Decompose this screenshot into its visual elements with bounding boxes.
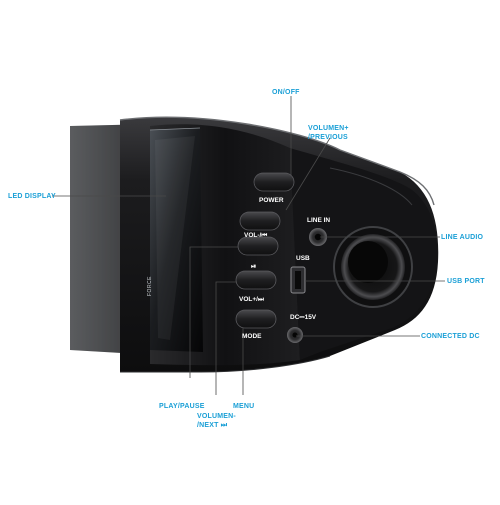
vol-next-label: VOL+/⏭: [239, 296, 264, 303]
callout-line-audio: LINE AUDIO: [441, 234, 484, 241]
callout-usb-port: USB PORT: [447, 278, 485, 285]
line-in-label: LINE IN: [307, 217, 331, 224]
control-buttons: [235, 172, 295, 329]
callout-connected-dc: CONNECTED DC: [421, 333, 480, 340]
ports: [287, 228, 327, 343]
callout-volume-previous: VOLUMEN+ /PREVIOUS: [308, 124, 349, 142]
callout-on-off: ON/OFF: [272, 89, 300, 96]
vol-prev-label: VOL-/⏮: [244, 232, 268, 239]
brand-logo: FORCE: [147, 276, 153, 296]
play-pause-icon: ⏯: [251, 263, 257, 270]
led-display: [149, 127, 203, 352]
bass-port: [333, 226, 413, 308]
callout-volume-previous-line1: VOLUMEN+: [308, 125, 349, 132]
callout-volume-next-line1: VOLUMEN-: [197, 413, 236, 420]
callout-play-pause: PLAY/PAUSE: [159, 403, 205, 410]
vol-down-button[interactable]: [237, 236, 279, 256]
dc-label: DC⎓15V: [290, 314, 317, 321]
power-button[interactable]: [253, 172, 295, 192]
vol-prev-button[interactable]: [239, 211, 281, 231]
power-label: POWER: [259, 197, 284, 204]
mode-button[interactable]: [235, 309, 277, 329]
usb-label: USB: [296, 255, 310, 262]
callout-volume-next-line2: /NEXT ⏭: [197, 422, 228, 429]
callout-volume-previous-line2: /PREVIOUS: [308, 134, 348, 141]
callout-lines: [52, 96, 445, 395]
vol-next-button[interactable]: [235, 270, 277, 290]
callout-menu: MENU: [233, 403, 255, 410]
mode-label: MODE: [242, 333, 262, 340]
callout-volume-next: VOLUMEN- /NEXT ⏭: [197, 412, 236, 430]
callout-led-display: LED DISPLAY: [8, 193, 56, 200]
